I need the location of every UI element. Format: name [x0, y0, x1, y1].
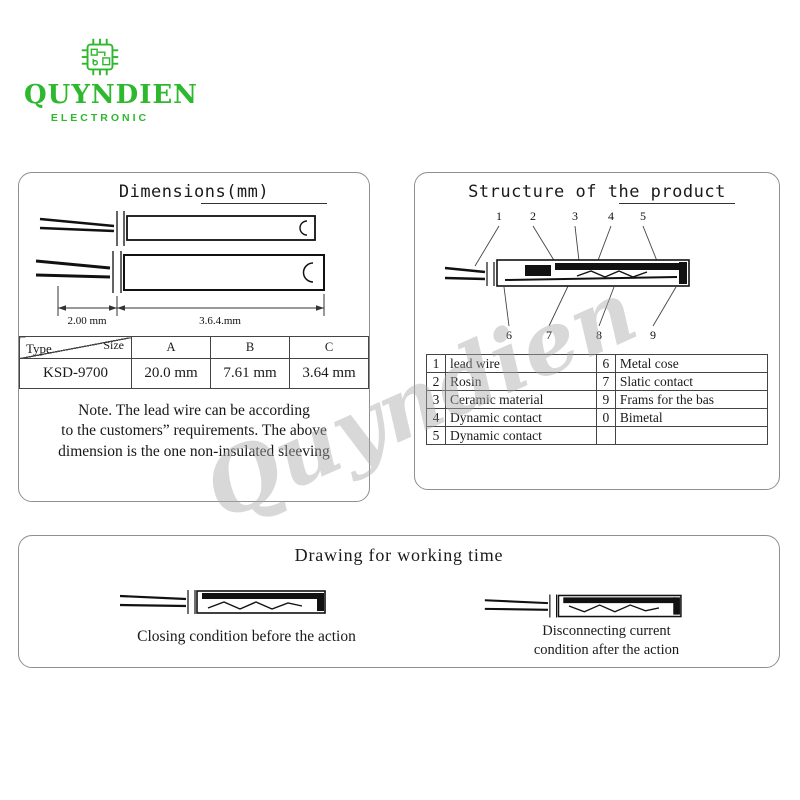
- part-number: 0: [595, 408, 616, 427]
- closing-condition-diagram: [119, 590, 326, 614]
- callout-8: 8: [596, 328, 602, 342]
- part-number: 7: [595, 372, 616, 391]
- structure-drawing: 1 2 3 4 5 6 7 8 9: [444, 209, 690, 342]
- dimensions-drawing: 2.00 mm 3.6.4.mm: [35, 211, 325, 327]
- dim-a-value: 20.0 mm: [131, 358, 211, 389]
- callout-leader-lines: [474, 225, 677, 327]
- type-size-corner-cell: Size Type: [19, 336, 132, 359]
- part-label: Bimetal: [614, 408, 769, 427]
- part-number: 5: [426, 426, 446, 445]
- note-line-1: Note. The lead wire can be according: [78, 402, 310, 419]
- structure-panel: Structure of the product 1 2 3 4 5 6 7 8…: [414, 172, 780, 490]
- dim-c-value: 3.64 mm: [289, 358, 369, 389]
- dimensions-panel: Dimensions(mm): [18, 172, 370, 502]
- dim-body-label: 3.6.4.mm: [199, 315, 241, 327]
- structure-parts-table: 1 lead wire 6 Metal cose 2 Rosin 7 Slati…: [426, 354, 769, 445]
- switch-large-drawing: [35, 251, 325, 293]
- part-label: Slatic contact: [614, 372, 769, 391]
- caption-line-1: Disconnecting current: [542, 623, 671, 639]
- col-header-b: B: [210, 336, 290, 359]
- part-number: 9: [595, 390, 616, 409]
- closing-condition-caption: Closing condition before the action: [137, 628, 356, 645]
- caption-line-2: condition after the action: [533, 641, 680, 658]
- part-number: 4: [426, 408, 446, 427]
- col-header-c: C: [289, 336, 369, 359]
- note-text: Note. The lead wire can be according to …: [19, 401, 369, 462]
- brand-name: QUYNDIEN: [24, 80, 198, 110]
- brand-logo: QUYNDIEN ELECTRONIC: [24, 34, 198, 125]
- brand-subtitle: ELECTRONIC: [50, 112, 150, 125]
- dimensions-table-row: KSD-9700 20.0 mm 7.61 mm 3.64 mm: [19, 358, 369, 389]
- corner-size-label: Size: [103, 338, 124, 352]
- title-underline: [201, 203, 327, 204]
- part-label: Metal cose: [614, 354, 769, 373]
- disconnecting-condition-caption: Disconnecting current condition after th…: [449, 622, 764, 660]
- dimension-arrows: [58, 305, 324, 311]
- chip-logo-icon: [81, 38, 119, 76]
- corner-type-label: Type: [26, 341, 52, 356]
- switch-small-drawing: [39, 211, 316, 246]
- parts-row: 1 lead wire 6 Metal cose: [426, 354, 769, 373]
- parts-row: 3 Ceramic material 9 Frams for the bas: [426, 390, 769, 409]
- dim-b-value: 7.61 mm: [210, 358, 290, 389]
- callout-5: 5: [640, 209, 646, 223]
- parts-row: 5 Dynamic contact: [426, 426, 769, 445]
- note-line-3: dimension is the one non-insulated sleev…: [58, 442, 330, 460]
- part-number: 3: [426, 390, 446, 409]
- callout-9: 9: [650, 328, 656, 342]
- structure-panel-title: Structure of the product: [415, 182, 779, 204]
- working-panel-title: Drawing for working time: [294, 545, 504, 565]
- part-label: Ceramic material: [445, 390, 597, 409]
- callout-3: 3: [572, 209, 578, 223]
- parts-row: 2 Rosin 7 Slatic contact: [426, 372, 769, 391]
- dim-wire-label: 2.00 mm: [67, 315, 107, 327]
- col-header-a: A: [131, 336, 211, 359]
- part-label: Dynamic contact: [445, 426, 597, 445]
- working-time-panel: Drawing for working time Closing conditi…: [18, 535, 780, 668]
- callout-1: 1: [496, 209, 502, 223]
- callout-6: 6: [506, 328, 512, 342]
- part-number: [595, 426, 616, 445]
- parts-row: 4 Dynamic contact 0 Bimetal: [426, 408, 769, 427]
- part-label: Dynamic contact: [445, 408, 597, 427]
- part-label: [614, 426, 769, 445]
- dimension-lines: [57, 286, 325, 316]
- callout-4: 4: [608, 209, 614, 223]
- part-label: Rosin: [445, 372, 597, 391]
- part-label: lead wire: [445, 354, 597, 373]
- type-value: KSD-9700: [19, 358, 132, 389]
- part-number: 1: [426, 354, 446, 373]
- title-underline: [618, 203, 736, 204]
- structure-switch-body: [444, 259, 690, 287]
- callout-7: 7: [546, 328, 552, 342]
- dimensions-panel-title: Dimensions(mm): [19, 182, 369, 204]
- part-label: Frams for the bas: [614, 390, 769, 409]
- disconnecting-condition-diagram: [484, 594, 682, 618]
- dimensions-table: Size Type A B C KSD-9700 20.0 mm 7.61 mm…: [19, 336, 369, 389]
- note-line-2: to the customers” requirements. The abov…: [61, 422, 327, 440]
- callout-2: 2: [530, 209, 536, 223]
- dimensions-table-header: Size Type A B C: [19, 336, 369, 359]
- part-number: 2: [426, 372, 446, 391]
- part-number: 6: [595, 354, 616, 373]
